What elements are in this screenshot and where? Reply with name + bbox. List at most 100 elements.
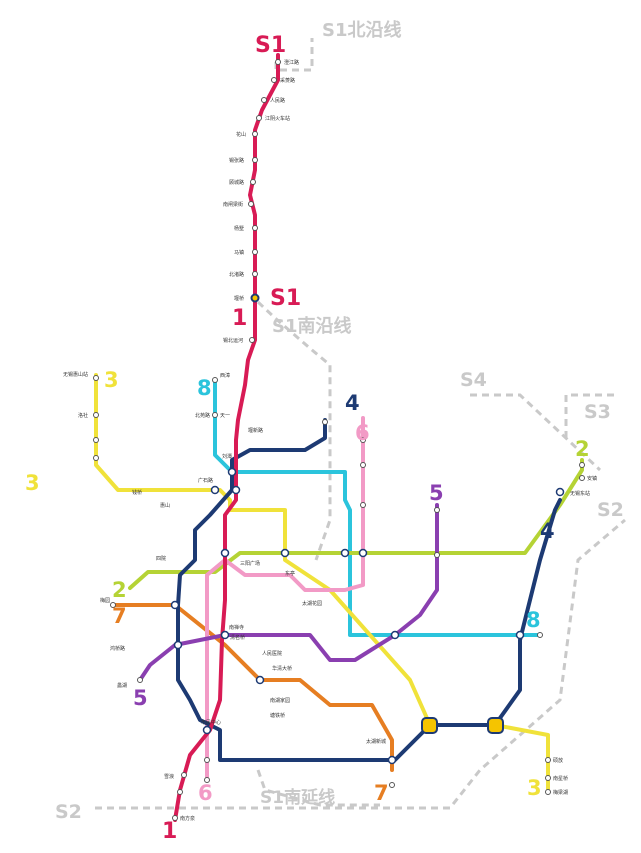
station-label: 堰新路 [248,427,263,434]
hub-marker-small[interactable] [250,293,260,303]
station-dot[interactable] [93,455,99,461]
station-dot[interactable] [177,789,183,795]
station-dot[interactable] [248,201,254,207]
station-dot[interactable] [545,757,551,763]
interchange-marker[interactable] [280,548,290,558]
station-label: 三阳广场 [240,560,260,567]
interchange-marker[interactable] [340,548,350,558]
interchange-marker[interactable] [555,487,565,497]
station-dot[interactable] [252,157,258,163]
station-dot[interactable] [256,115,262,121]
station-dot[interactable] [250,179,256,185]
station-label: 洛社 [78,412,88,419]
line-badge-1-mid[interactable]: 1 [232,306,247,331]
station-dot[interactable] [545,775,551,781]
station-label: 太湖新城 [366,738,386,745]
station-dot[interactable] [249,337,255,343]
station-dot[interactable] [252,131,258,137]
line-badge-4-top[interactable]: 4 [345,391,360,415]
station-dot[interactable] [579,475,585,481]
interchange-marker[interactable] [210,485,220,495]
line-badge-3-topleft[interactable]: 3 [104,368,119,392]
line-badges: S1 S1 1 1 2 2 3 3 3 4 4 5 5 6 6 7 7 8 8 [25,33,590,844]
line-badge-1-bottom[interactable]: 1 [162,819,177,844]
station-label: 天一 [220,413,230,419]
line-badge-4-right[interactable]: 4 [540,519,555,543]
station-dot[interactable] [434,552,440,558]
station-dot[interactable] [545,789,551,795]
station-label: 太湖花园 [302,600,322,607]
station-dot[interactable] [181,772,187,778]
station-labels: 澄江路 采菱路 人民路 江阴火车站 花山 锡张路 顾城路 南闸梁街 杨墅 马镇 … [63,59,597,822]
line-badge-5-left[interactable]: 5 [133,686,148,710]
station-dot[interactable] [271,77,277,83]
station-dot[interactable] [322,419,328,425]
line-badge-3-bottom[interactable]: 3 [527,776,542,800]
station-dot[interactable] [275,59,281,65]
line-badge-7-bottom[interactable]: 7 [374,781,389,805]
line-badge-2-right[interactable]: 2 [575,437,590,461]
station-dot[interactable] [252,271,258,277]
station-label: 南湖家园 [270,697,290,704]
station-dot[interactable] [212,412,218,418]
interchange-marker[interactable] [515,630,525,640]
station-dot[interactable] [252,249,258,255]
line-badge-8-right[interactable]: 8 [526,608,541,632]
line-badge-7-left[interactable]: 7 [112,604,127,628]
line-badge-2-left[interactable]: 2 [112,578,127,602]
station-label: 南星桥 [553,775,568,782]
station-dot[interactable] [434,507,440,513]
station-dot[interactable] [110,602,116,608]
line-badge-s1-top[interactable]: S1 [255,33,286,58]
station-dot[interactable] [93,375,99,381]
station-dot[interactable] [137,677,143,683]
station-dot[interactable] [212,377,218,383]
station-dot[interactable] [537,632,543,638]
planned-label-s1-north: S1北沿线 [322,19,402,41]
station-dot[interactable] [579,462,585,468]
station-dot[interactable] [389,782,395,788]
station-dot[interactable] [204,777,210,783]
station-label: 雪浪 [164,773,174,780]
station-dot[interactable] [204,757,210,763]
line-badge-6-top[interactable]: 6 [355,421,370,445]
station-dot[interactable] [261,97,267,103]
interchange-marker[interactable] [170,600,180,610]
line-badge-5-right[interactable]: 5 [429,481,444,505]
line-badge-6-bottom[interactable]: 6 [198,781,213,805]
interchange-marker[interactable] [387,755,397,765]
line-7 [111,603,394,772]
station-dots [93,59,585,821]
line-badge-s1-mid[interactable]: S1 [270,286,301,311]
station-label: 澄江路 [284,59,299,66]
station-dot[interactable] [360,462,366,468]
hub-marker[interactable] [421,717,438,734]
station-label: 江阴火车站 [265,115,290,122]
planned-line-s4 [470,393,602,472]
station-label: 堰桥 [234,295,244,302]
station-dot[interactable] [252,225,258,231]
station-label: 人民路 [270,97,285,104]
station-label: 梅梁湖 [553,789,568,796]
line-badge-8-top[interactable]: 8 [197,376,212,400]
interchange-marker[interactable] [231,485,241,495]
interchange-marker[interactable] [173,640,183,650]
line-badge-3-left[interactable]: 3 [25,471,40,495]
station-dot[interactable] [172,815,178,821]
interchange-marker[interactable] [220,548,230,558]
station-dot[interactable] [360,437,366,443]
station-dot[interactable] [360,502,366,508]
interchange-marker[interactable] [227,467,237,477]
station-dot[interactable] [93,412,99,418]
station-dot[interactable] [93,437,99,443]
interchange-marker[interactable] [220,630,230,640]
interchange-marker[interactable] [358,548,368,558]
planned-line-s3 [564,393,615,438]
interchange-marker[interactable] [202,725,212,735]
station-label: 无锡东站 [570,490,590,497]
interchange-marker[interactable] [390,630,400,640]
station-label: 西漳 [220,372,230,379]
hub-marker[interactable] [487,717,504,734]
interchange-marker[interactable] [255,675,265,685]
